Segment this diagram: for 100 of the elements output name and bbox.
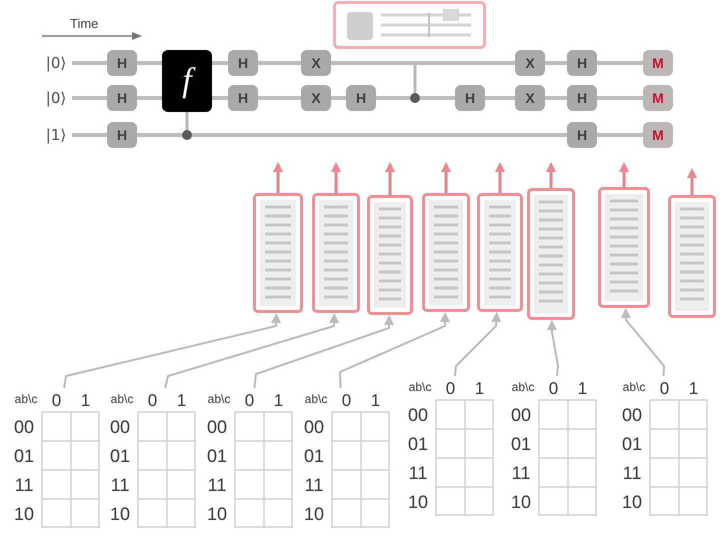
input-state-label: |0⟩ — [40, 87, 72, 109]
row-label: 10 — [510, 493, 532, 511]
quantum-gate: H — [346, 85, 376, 111]
column-header: 0 — [660, 380, 670, 397]
column-header: 0 — [148, 392, 158, 409]
wire — [258, 96, 301, 100]
wire — [485, 96, 515, 100]
arrow — [385, 162, 395, 195]
arrow — [619, 162, 629, 187]
wire — [137, 133, 182, 137]
input-state-label: |0⟩ — [40, 52, 72, 74]
arrow — [546, 162, 556, 188]
row-label: 01 — [510, 435, 532, 453]
arrow — [338, 312, 450, 388]
column-header: 0 — [342, 392, 352, 409]
arrow — [331, 162, 341, 193]
input-state-label: |1⟩ — [40, 124, 72, 146]
row-label: 10 — [206, 505, 228, 523]
row-label: 00 — [510, 406, 532, 424]
row-label: 11 — [14, 476, 34, 494]
state-box — [422, 193, 470, 312]
control-dot — [410, 93, 420, 103]
row-label: 11 — [110, 476, 130, 494]
wire — [597, 61, 643, 65]
wire — [545, 61, 567, 65]
wire — [137, 61, 162, 65]
row-label: 01 — [14, 447, 34, 465]
column-header: 0 — [244, 392, 254, 409]
quantum-gate: H — [107, 122, 137, 148]
measurement-gate: M — [643, 85, 673, 111]
row-label: 11 — [622, 464, 642, 482]
measurement-gate: M — [643, 50, 673, 76]
corner-header: ab\c — [622, 381, 646, 393]
state-box — [668, 195, 716, 318]
quantum-gate: H — [455, 85, 485, 111]
row-label: 10 — [304, 505, 324, 523]
wire — [212, 96, 228, 100]
column-header: 1 — [176, 392, 186, 409]
row-label: 10 — [408, 493, 428, 511]
arrow — [546, 320, 559, 376]
arrow — [164, 313, 340, 388]
state-box — [253, 193, 303, 313]
corner-header: ab\c — [110, 393, 134, 405]
arrow — [687, 168, 697, 195]
row-label: 10 — [622, 493, 642, 511]
column-header: 0 — [52, 392, 62, 409]
wire — [597, 133, 643, 137]
wire — [420, 96, 455, 100]
state-box — [477, 193, 523, 312]
state-box — [312, 193, 360, 313]
quantum-gate: H — [107, 85, 137, 111]
row-label: 10 — [14, 505, 34, 523]
quantum-gate: X — [301, 85, 331, 111]
row-label: 11 — [512, 464, 530, 482]
quantum-gate: H — [107, 50, 137, 76]
quantum-gate: X — [301, 50, 331, 76]
column-header: 0 — [446, 380, 456, 397]
column-header: 1 — [80, 392, 90, 409]
state-box — [367, 195, 413, 315]
control-line — [186, 112, 188, 130]
corner-header: ab\c — [408, 381, 432, 393]
quantum-gate: H — [228, 50, 258, 76]
quantum-gate: H — [567, 122, 597, 148]
row-label: 00 — [206, 418, 228, 436]
arrow — [273, 162, 283, 193]
wire — [597, 96, 643, 100]
arrow — [253, 315, 394, 388]
row-label: 01 — [304, 447, 324, 465]
row-label: 11 — [304, 476, 324, 494]
column-header: 1 — [474, 380, 484, 397]
control-line — [414, 63, 416, 93]
quantum-gate: H — [228, 85, 258, 111]
column-header: 1 — [688, 380, 698, 397]
arrow — [620, 308, 666, 376]
quantum-gate: X — [515, 85, 545, 111]
row-label: 01 — [110, 447, 130, 465]
control-dot — [182, 130, 192, 140]
wire — [212, 61, 228, 65]
row-label: 01 — [622, 435, 642, 453]
corner-header: ab\c — [304, 393, 328, 405]
wire — [137, 96, 162, 100]
column-header: 0 — [548, 380, 558, 397]
arrow — [63, 313, 282, 388]
wire — [376, 96, 410, 100]
state-box — [527, 188, 575, 320]
row-label: 00 — [304, 418, 324, 436]
quantum-gate: X — [515, 50, 545, 76]
wire — [72, 61, 107, 65]
corner-header: ab\c — [512, 381, 534, 393]
wire — [331, 96, 346, 100]
quantum-gate: H — [567, 50, 597, 76]
corner-header: ab\c — [14, 393, 38, 405]
column-header: 1 — [274, 392, 284, 409]
corner-header: ab\c — [208, 393, 230, 405]
state-box — [598, 187, 650, 308]
arrow — [495, 162, 505, 193]
row-label: 10 — [110, 505, 130, 523]
row-label: 11 — [208, 476, 226, 494]
wire — [192, 133, 567, 137]
row-label: 00 — [14, 418, 34, 436]
